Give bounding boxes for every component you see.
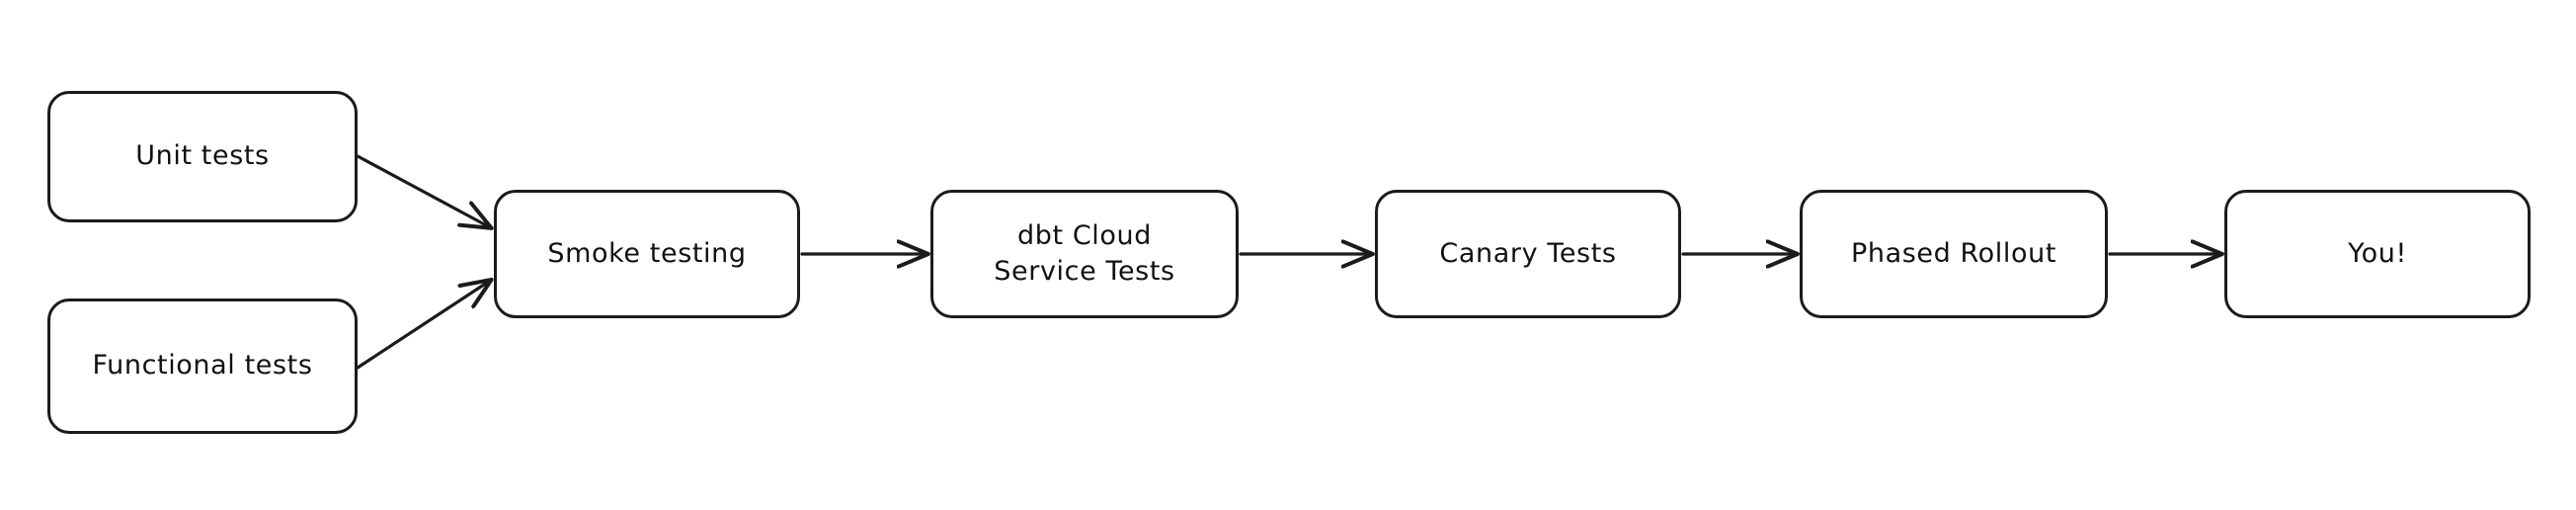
node-canary-tests[interactable]: Canary Tests [1375, 190, 1681, 318]
node-label: Functional tests [92, 350, 313, 382]
node-label: dbt Cloud Service Tests [994, 219, 1175, 287]
node-you[interactable]: You! [2224, 190, 2531, 318]
node-smoke-testing[interactable]: Smoke testing [494, 190, 800, 318]
edge-functional-to-smoke [356, 281, 490, 370]
node-label: Canary Tests [1439, 237, 1617, 269]
node-functional-tests[interactable]: Functional tests [47, 298, 358, 434]
node-label: Phased Rollout [1850, 237, 2057, 269]
node-unit-tests[interactable]: Unit tests [47, 91, 358, 222]
node-label: Unit tests [135, 140, 270, 172]
node-dbt-cloud-service-tests[interactable]: dbt Cloud Service Tests [930, 190, 1239, 318]
node-phased-rollout[interactable]: Phased Rollout [1800, 190, 2108, 318]
node-label: You! [2348, 237, 2407, 269]
node-label: Smoke testing [547, 237, 747, 269]
edge-unit-to-smoke [356, 154, 490, 227]
